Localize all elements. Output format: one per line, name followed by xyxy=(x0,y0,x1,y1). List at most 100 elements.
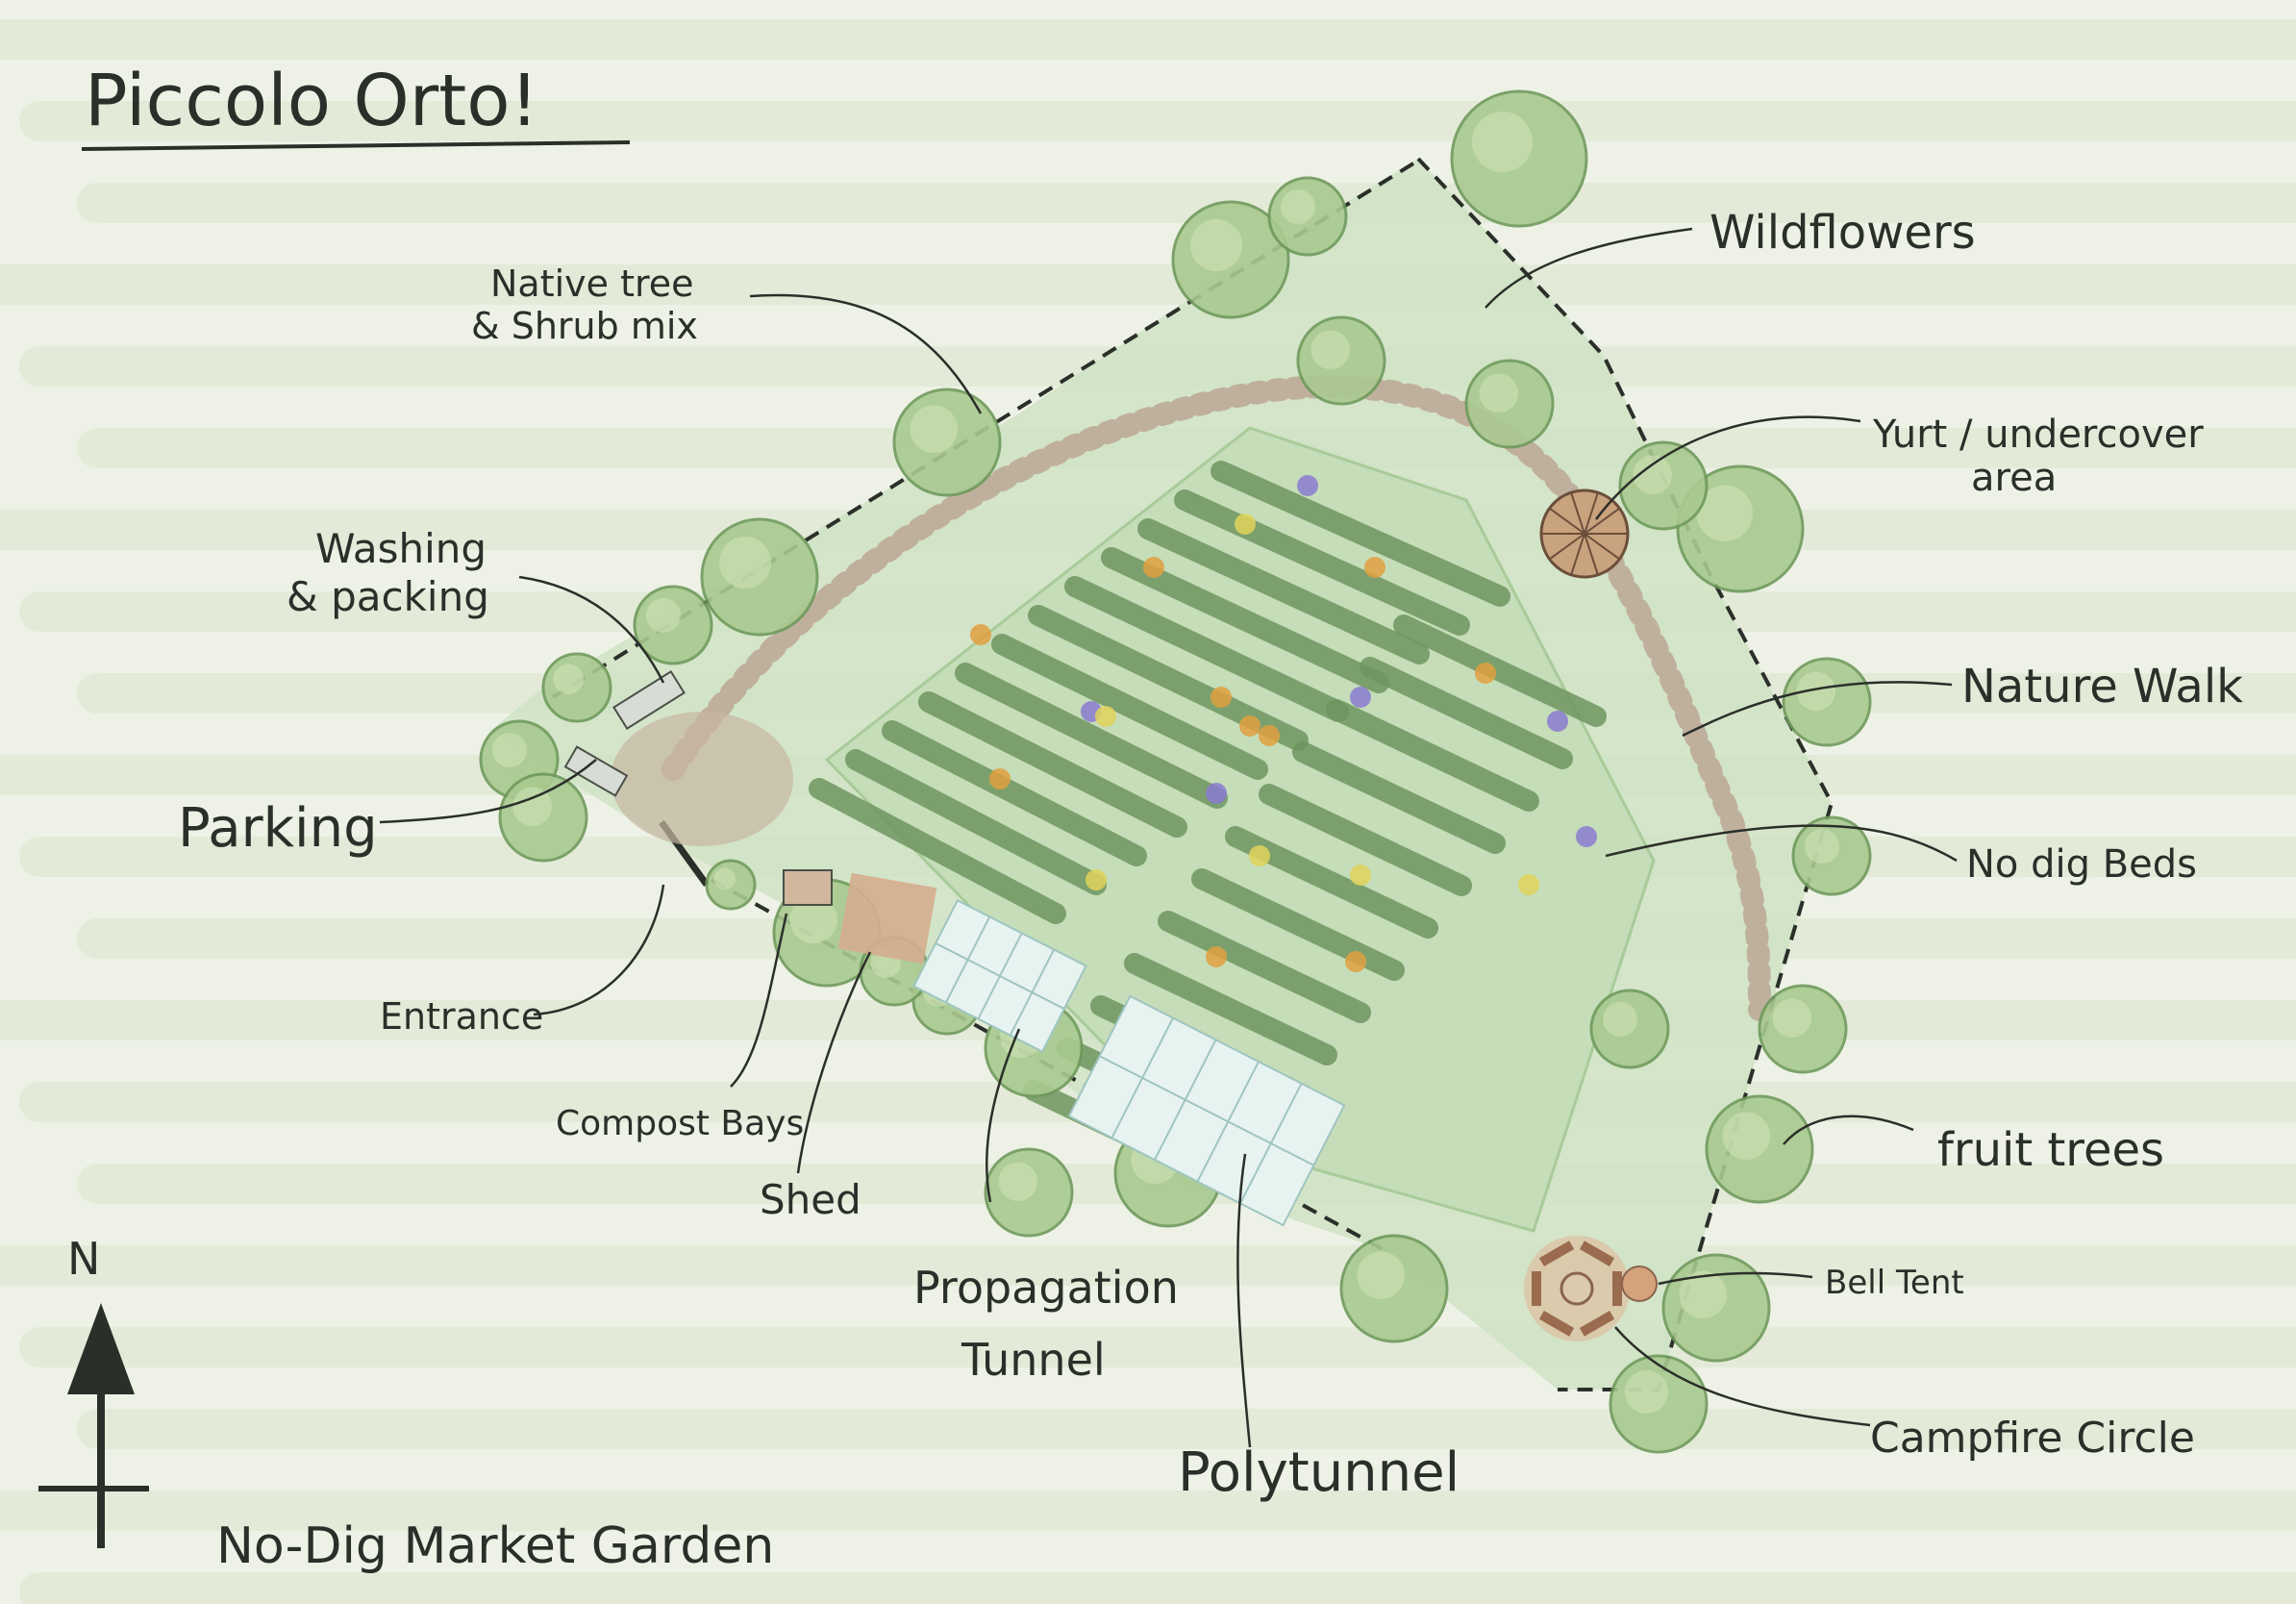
flower-cluster xyxy=(1095,706,1116,727)
campfire-log xyxy=(1612,1271,1622,1306)
flower-cluster xyxy=(1345,951,1366,972)
tree-highlight xyxy=(998,1162,1037,1201)
label-nature-walk: Nature Walk xyxy=(1961,660,2243,714)
tree-highlight xyxy=(512,787,552,826)
page-title: Piccolo Orto! xyxy=(85,60,538,142)
campfire-circle xyxy=(1524,1236,1630,1341)
field-stripe xyxy=(77,1409,2296,1449)
pane-line xyxy=(1099,1055,1314,1166)
label-propagation: Propagation xyxy=(913,1262,1179,1314)
bed-row xyxy=(991,634,1268,780)
bell-tent xyxy=(1621,1266,1658,1302)
label-native-tree: Native tree xyxy=(490,263,694,305)
field-stripe xyxy=(0,19,2296,60)
bed-row xyxy=(1292,741,1506,854)
field-stripe xyxy=(77,183,2296,223)
flower-cluster xyxy=(1518,874,1539,895)
flower-cluster xyxy=(1364,557,1385,578)
campfire-log xyxy=(1538,1311,1575,1337)
label-shrub-mix: & Shrub mix xyxy=(471,305,698,347)
shed xyxy=(837,872,937,965)
campfire-log xyxy=(1579,1311,1615,1337)
flower-cluster xyxy=(1576,826,1597,847)
yurt-spoke xyxy=(1570,533,1585,576)
tree-highlight xyxy=(910,405,958,453)
label-wildflowers: Wildflowers xyxy=(1710,206,1976,260)
title-underline xyxy=(81,140,631,151)
tree-highlight xyxy=(1625,1370,1668,1414)
label-fruit-trees: fruit trees xyxy=(1937,1123,2164,1177)
tree-highlight xyxy=(713,867,736,890)
bed-row xyxy=(1393,614,1607,727)
tree-highlight xyxy=(553,664,584,694)
bed-row xyxy=(1210,461,1510,607)
flower-cluster xyxy=(1235,514,1256,535)
north-label: N xyxy=(67,1233,100,1285)
parking-area xyxy=(611,712,793,846)
tree-highlight xyxy=(1722,1112,1770,1160)
campfire-log xyxy=(1532,1271,1541,1306)
tree-highlight xyxy=(789,895,837,943)
tree-highlight xyxy=(1190,219,1242,271)
yurt xyxy=(1539,489,1630,579)
flower-cluster xyxy=(989,768,1011,789)
page-subtitle: No-Dig Market Garden xyxy=(216,1517,774,1575)
label-compost-bays: Compost Bays xyxy=(556,1104,804,1143)
bed-row xyxy=(955,663,1228,809)
field-stripe xyxy=(19,101,2296,141)
field-stripe xyxy=(0,264,2296,305)
bed-row xyxy=(1174,489,1470,636)
campfire-log xyxy=(1579,1241,1615,1266)
yurt-spoke xyxy=(1570,491,1585,535)
tree-highlight xyxy=(492,733,527,767)
flower-cluster xyxy=(1249,845,1270,866)
label-packing: & packing xyxy=(287,573,489,620)
flower-cluster xyxy=(1206,783,1227,804)
bed-row xyxy=(1101,547,1389,693)
flower-cluster xyxy=(1297,475,1318,496)
field-stripe xyxy=(19,1572,2296,1604)
label-no-dig-beds: No dig Beds xyxy=(1966,842,2197,887)
campfire-log xyxy=(1538,1241,1575,1266)
label-washing: Washing xyxy=(315,525,487,572)
flower-cluster xyxy=(1259,725,1280,746)
bed-row xyxy=(1326,699,1539,812)
label-yurt: Yurt / undercover xyxy=(1872,413,2204,457)
tree-highlight xyxy=(1281,189,1315,224)
field-stripe xyxy=(0,1491,2296,1531)
bed-row xyxy=(918,691,1187,838)
label-bell-tent: Bell Tent xyxy=(1825,1264,1964,1302)
flower-cluster xyxy=(1086,869,1107,890)
no-dig-beds xyxy=(809,461,1607,1192)
bed-row xyxy=(1137,518,1430,664)
tree-highlight xyxy=(1603,1002,1637,1037)
tree-highlight xyxy=(1357,1251,1405,1299)
compost-bays xyxy=(783,869,833,906)
bed-row xyxy=(1158,911,1371,1023)
label-entrance: Entrance xyxy=(380,995,543,1038)
tree-mix xyxy=(479,89,1872,1454)
yurt-spoke xyxy=(1584,491,1599,535)
tree-highlight xyxy=(1696,485,1753,541)
propagation-tunnel xyxy=(912,899,1087,1053)
tree-highlight xyxy=(1805,829,1839,864)
tree-highlight xyxy=(646,598,681,633)
tree-highlight xyxy=(719,537,771,589)
label-yurt-area: area xyxy=(1971,456,2057,500)
bed-row xyxy=(882,720,1147,866)
yurt-spoke xyxy=(1549,533,1585,561)
pane-line xyxy=(935,942,1065,1010)
flower-cluster xyxy=(1210,687,1232,708)
field-stripe xyxy=(19,1327,2296,1367)
bed-row xyxy=(1259,784,1472,896)
tree-highlight xyxy=(1633,455,1672,494)
washing-station xyxy=(563,670,686,797)
flower-cluster xyxy=(1350,865,1371,886)
yurt-spoke xyxy=(1549,507,1585,535)
leader-lines xyxy=(379,227,1958,1448)
label-parking: Parking xyxy=(178,797,378,860)
flower-cluster xyxy=(1206,946,1227,967)
label-polytunnel: Polytunnel xyxy=(1178,1441,1460,1504)
